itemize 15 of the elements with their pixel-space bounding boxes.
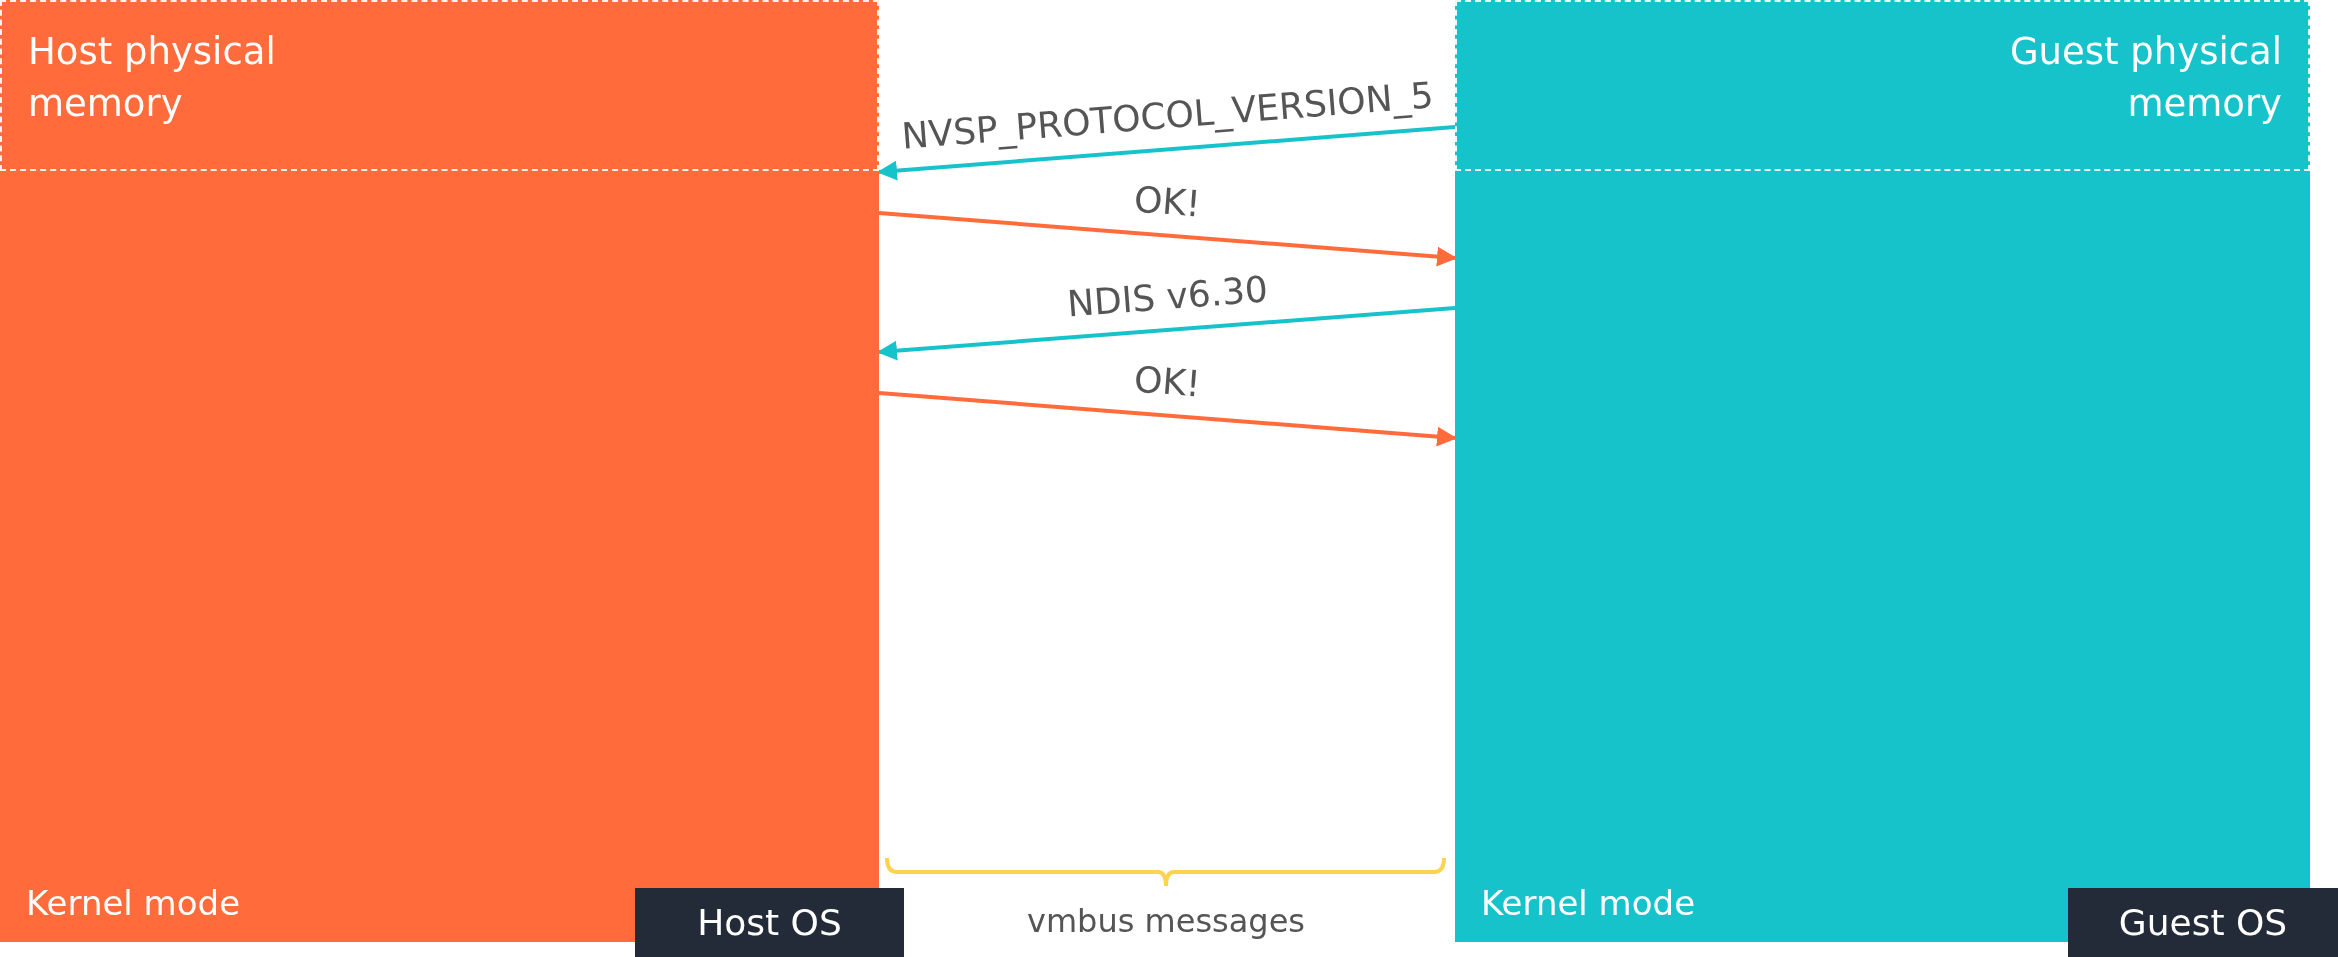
mode-label: Kernel mode	[1481, 882, 1696, 926]
memory-region	[1455, 0, 2310, 171]
arrow	[878, 211, 1457, 267]
brace-label: vmbus messages	[1027, 902, 1306, 940]
memory-region	[0, 0, 879, 171]
region-label: Host physical memory	[28, 29, 277, 127]
os-tag	[635, 888, 904, 957]
os-panel	[1455, 0, 2310, 942]
region-label: Guest physical memory	[2008, 29, 2282, 127]
os-label: Guest OS	[2118, 902, 2288, 943]
mode-label: Kernel mode	[26, 882, 241, 926]
os-tag	[2068, 888, 2338, 957]
arrow	[878, 391, 1457, 447]
os-label: Host OS	[697, 902, 842, 943]
os-panel	[0, 0, 879, 942]
